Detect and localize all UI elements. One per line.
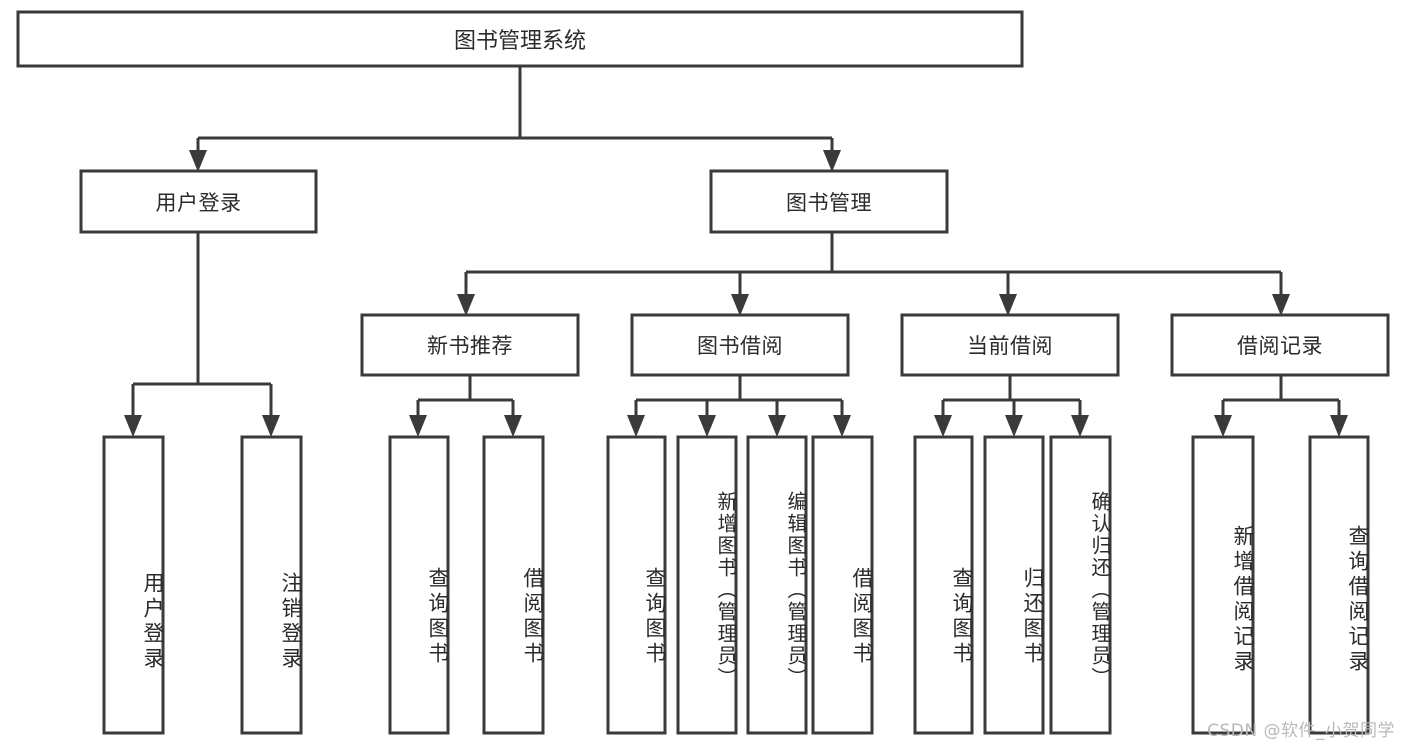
node-box-leaf-query-book-3[interactable] [913,435,974,735]
node-box-leaf-add-book[interactable] [676,435,738,735]
node-box-leaf-borrow-book-2[interactable] [811,435,874,735]
node-box-book-management[interactable] [709,169,949,234]
node-box-leaf-query-book-2[interactable] [606,435,667,735]
node-box-borrow-record[interactable] [1170,313,1390,377]
node-box-leaf-add-record[interactable] [1191,435,1255,735]
node-box-user-login[interactable] [79,169,318,234]
node-box-root[interactable] [16,10,1024,68]
node-box-leaf-confirm-return[interactable] [1049,435,1112,735]
node-box-leaf-edit-book[interactable] [746,435,808,735]
connector-bookborrow-to-leaves [627,375,851,437]
node-box-new-book-recommend[interactable] [360,313,580,377]
node-box-leaf-borrow-book-1[interactable] [482,435,545,735]
node-box-leaf-query-record[interactable] [1308,435,1370,735]
connector-root-to-level2 [189,66,841,172]
connector-userlogin-to-leaves [124,232,280,437]
node-box-leaf-user-login[interactable] [102,435,165,735]
node-box-leaf-logout-login[interactable] [240,435,303,735]
connector-borrowrecord-to-leaves [1214,375,1348,437]
watermark-text: CSDN @软件_小贺同学 [1207,721,1395,741]
connector-bookmgmt-to-level3 [457,232,1290,316]
connector-currentborrow-to-leaves [934,375,1089,437]
node-box-current-borrow[interactable] [900,313,1120,377]
node-box-leaf-return-book[interactable] [983,435,1045,735]
node-box-book-borrow[interactable] [630,313,850,377]
connector-newbook-to-leaves [409,375,522,437]
node-box-leaf-query-book-1[interactable] [388,435,450,735]
